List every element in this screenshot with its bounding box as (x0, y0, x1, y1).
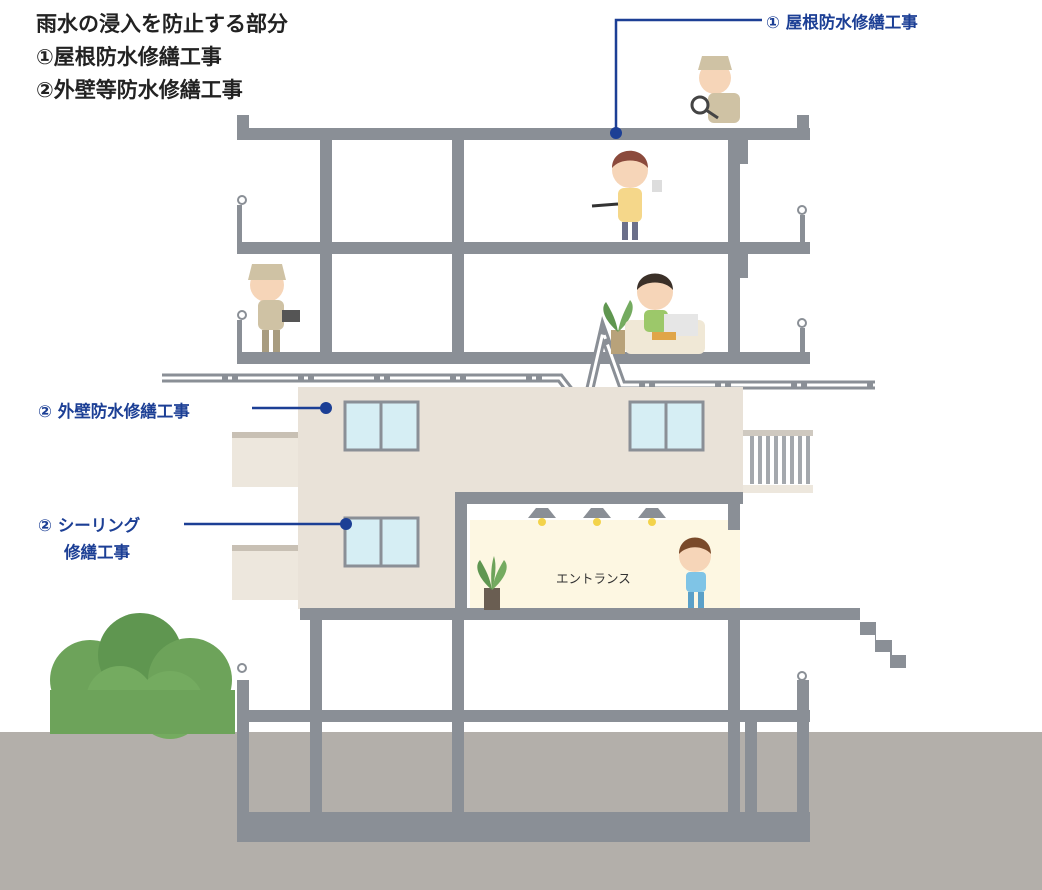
sealing-repair-label-1: ② シーリング (38, 516, 141, 535)
sealing-marker-dot (340, 518, 352, 530)
title-line-3: ②外壁等防水修繕工事 (36, 78, 243, 102)
bush (50, 613, 235, 739)
callout-leader-lines (184, 18, 762, 526)
woman-cooking (591, 150, 662, 240)
sealing-repair-label-2: 修繕工事 (64, 543, 130, 562)
worker-with-clipboard (248, 264, 300, 352)
roof-waterproofing-label: ① 屋根防水修繕工事 (766, 13, 918, 32)
roof-marker-dot (610, 127, 622, 139)
man-reading-newspaper (625, 273, 705, 354)
section-break-lines (162, 316, 875, 421)
child-waving (679, 537, 711, 608)
ground (0, 732, 1042, 890)
title-line-1: 雨水の浸入を防止する部分 (36, 12, 288, 36)
worker-inspecting-roof (690, 56, 740, 123)
balcony-railing (743, 430, 813, 493)
diagram-title: 雨水の浸入を防止する部分 ①屋根防水修繕工事 ②外壁等防水修繕工事 (36, 8, 288, 107)
lower-floors-section (237, 608, 906, 842)
entrance-label: エントランス (556, 571, 631, 586)
window (343, 400, 705, 568)
wall-marker-dot (320, 402, 332, 414)
plant (477, 300, 633, 610)
wall-waterproofing-label: ② 外壁防水修繕工事 (38, 402, 190, 421)
balcony (232, 432, 298, 600)
title-line-2: ①屋根防水修繕工事 (36, 45, 222, 69)
upper-floors-section (237, 115, 810, 364)
